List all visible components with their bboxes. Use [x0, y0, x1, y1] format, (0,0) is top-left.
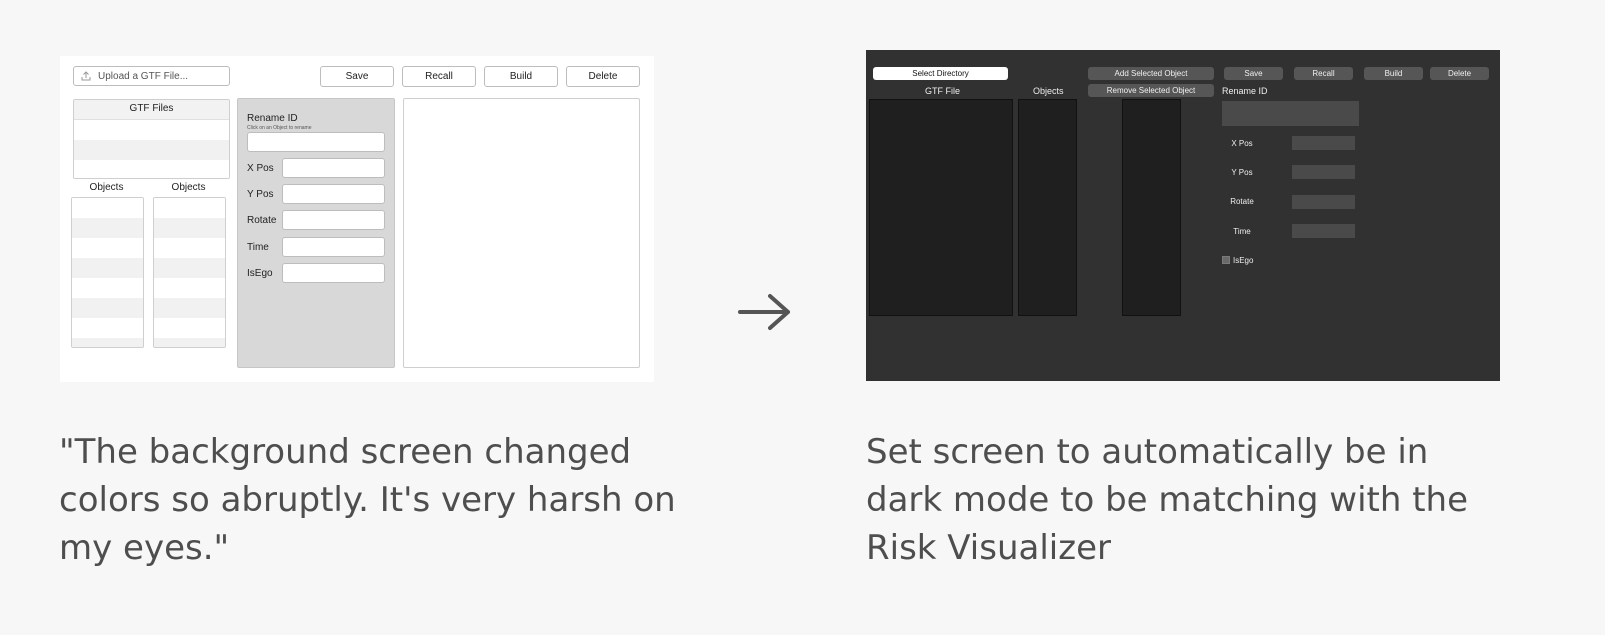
rotate-label: Rotate: [247, 215, 277, 226]
y-pos-input[interactable]: [1292, 165, 1355, 179]
build-button[interactable]: Build: [1364, 67, 1423, 80]
list-item[interactable]: [74, 140, 229, 160]
gtf-file-header: GTF File: [925, 86, 960, 96]
selected-objects-list[interactable]: [1122, 99, 1181, 316]
objects-list[interactable]: [1018, 99, 1077, 316]
x-pos-label: X Pos: [247, 163, 274, 174]
list-item[interactable]: [154, 318, 225, 338]
list-item[interactable]: [72, 198, 143, 218]
rename-id-label: Rename ID: [247, 113, 298, 124]
light-mode-mockup: Upload a GTF File... Save Recall Build D…: [60, 56, 654, 382]
isego-label: IsEgo: [1233, 256, 1254, 265]
caption-line: Set screen to automatically be in: [866, 432, 1429, 472]
rename-id-input[interactable]: [1222, 101, 1359, 126]
objects-header-right: Objects: [171, 182, 206, 193]
rename-panel: Rename ID Click on an Object to rename X…: [237, 98, 395, 368]
caption-line: dark mode to be matching with the: [866, 480, 1469, 520]
list-item[interactable]: [154, 298, 225, 318]
list-item[interactable]: [154, 278, 225, 298]
visualizer-canvas[interactable]: [403, 98, 640, 368]
rotate-label: Rotate: [1230, 197, 1254, 206]
remove-selected-object-button[interactable]: Remove Selected Object: [1088, 84, 1214, 97]
y-pos-label: Y Pos: [1231, 168, 1253, 177]
list-item[interactable]: [154, 198, 225, 218]
caption-line: "The background screen changed: [59, 432, 632, 472]
caption-line: my eyes.": [59, 528, 230, 568]
dark-mode-mockup: Select Directory Add Selected Object Rem…: [866, 50, 1500, 381]
right-arrow-icon: [738, 294, 790, 330]
caption-line: colors so abruptly. It's very harsh on: [59, 480, 676, 520]
delete-button[interactable]: Delete: [566, 66, 640, 87]
delete-button[interactable]: Delete: [1430, 67, 1489, 80]
caption-line: Risk Visualizer: [866, 528, 1111, 568]
time-label: Time: [1233, 227, 1251, 236]
upload-placeholder: Upload a GTF File...: [98, 70, 189, 82]
before-caption: "The background screen changed colors so…: [59, 428, 676, 572]
upload-icon: [81, 71, 91, 81]
gtf-files-list[interactable]: GTF Files: [73, 99, 230, 179]
upload-gtf-input[interactable]: Upload a GTF File...: [73, 66, 230, 86]
objects-header: Objects: [1033, 86, 1064, 96]
y-pos-label: Y Pos: [247, 189, 274, 200]
isego-input[interactable]: [282, 263, 385, 283]
isego-label: IsEgo: [247, 268, 273, 279]
list-item[interactable]: [154, 218, 225, 238]
list-item[interactable]: [154, 258, 225, 278]
isego-checkbox[interactable]: [1222, 256, 1230, 264]
recall-button[interactable]: Recall: [1294, 67, 1353, 80]
rotate-input[interactable]: [282, 210, 385, 230]
save-button[interactable]: Save: [1224, 67, 1283, 80]
gtf-file-list[interactable]: [869, 99, 1013, 316]
x-pos-input[interactable]: [1292, 136, 1355, 150]
x-pos-input[interactable]: [282, 158, 385, 178]
list-item[interactable]: [154, 238, 225, 258]
objects-list-right[interactable]: [153, 197, 226, 348]
after-caption: Set screen to automatically be in dark m…: [866, 428, 1468, 572]
time-label: Time: [247, 242, 269, 253]
select-directory-button[interactable]: Select Directory: [873, 67, 1008, 80]
list-item[interactable]: [72, 318, 143, 338]
recall-button[interactable]: Recall: [402, 66, 476, 87]
rename-hint: Click on an Object to rename: [247, 125, 312, 131]
rename-id-label: Rename ID: [1222, 86, 1268, 96]
list-item[interactable]: [72, 238, 143, 258]
add-selected-object-button[interactable]: Add Selected Object: [1088, 67, 1214, 80]
rename-id-input[interactable]: [247, 132, 385, 152]
list-item[interactable]: [154, 338, 225, 347]
list-item[interactable]: [72, 218, 143, 238]
list-item[interactable]: [72, 278, 143, 298]
build-button[interactable]: Build: [484, 66, 558, 87]
objects-list-left[interactable]: [71, 197, 144, 348]
time-input[interactable]: [1292, 224, 1355, 238]
objects-header-left: Objects: [89, 182, 124, 193]
save-button[interactable]: Save: [320, 66, 394, 87]
x-pos-label: X Pos: [1231, 139, 1253, 148]
list-item[interactable]: [74, 160, 229, 178]
list-item[interactable]: [74, 120, 229, 140]
list-item[interactable]: [72, 298, 143, 318]
list-item[interactable]: [72, 258, 143, 278]
rotate-input[interactable]: [1292, 195, 1355, 209]
list-item[interactable]: [72, 338, 143, 347]
y-pos-input[interactable]: [282, 184, 385, 204]
gtf-files-header: GTF Files: [74, 100, 229, 120]
time-input[interactable]: [282, 237, 385, 257]
